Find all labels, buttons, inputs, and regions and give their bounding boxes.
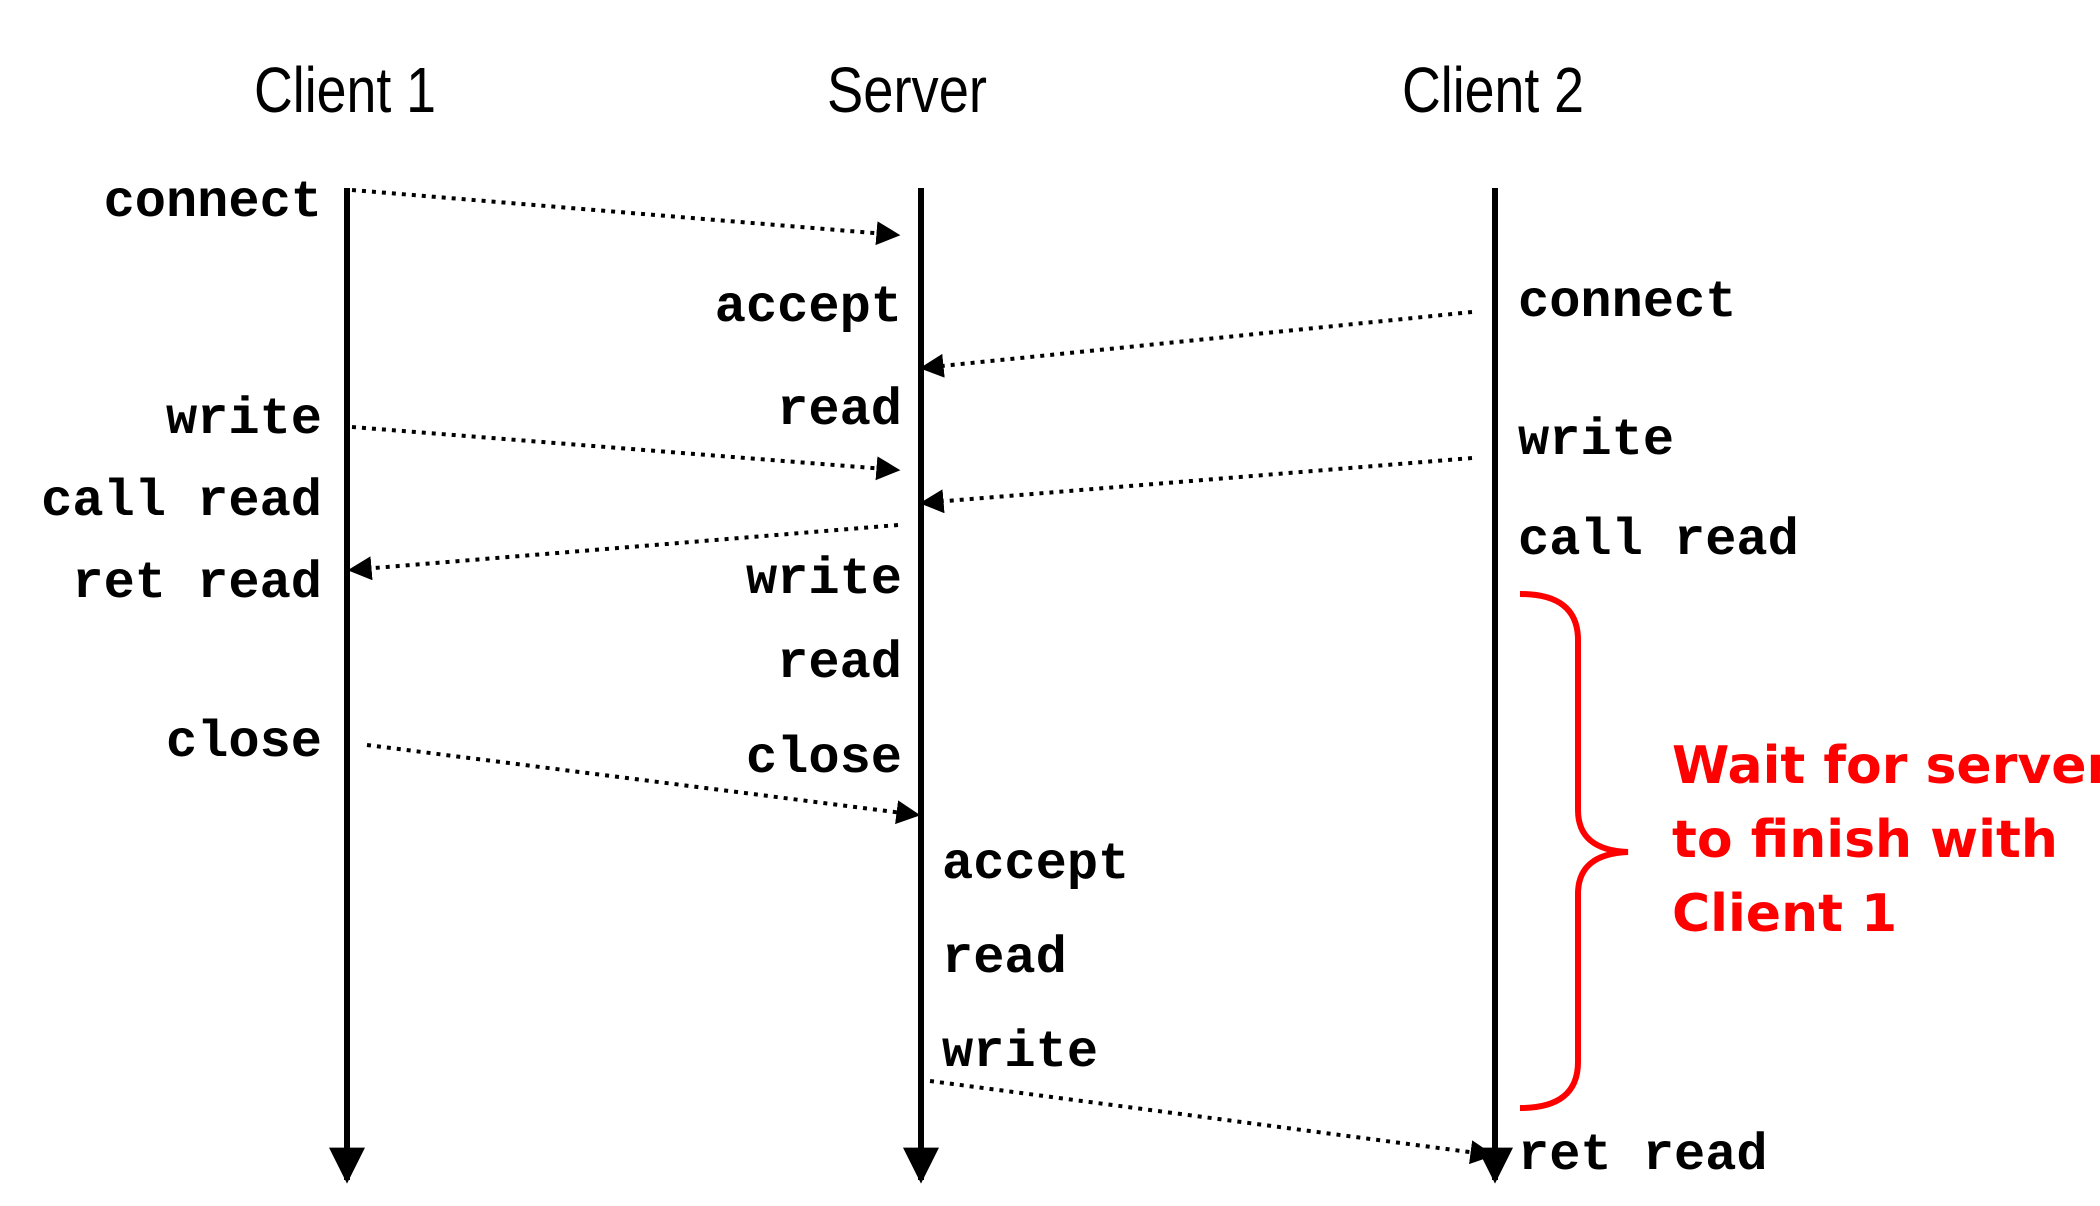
wait-note-line-1: Wait for server [1672,736,2100,796]
client1-connect-label: connect [104,173,322,232]
msg-client1-write-arrow [351,425,901,481]
client1-call-read-label: call read [41,472,322,531]
msg-client2-write-arrow [919,456,1473,514]
header-client-2: Client 2 [1402,54,1584,126]
wait-brace [1519,591,1629,1111]
client1-close-label: close [166,713,322,772]
server-accept-label: accept [942,835,1129,894]
msg-client2-connect-arrow [919,310,1473,378]
server-close-label: close [746,729,902,788]
client1-write-label: write [166,390,322,449]
header-client-1: Client 1 [254,54,436,126]
msg-client1-connect-arrow [351,188,901,246]
server-read-label: read [777,634,902,693]
msg-server-write-arrow [347,523,899,581]
header-server: Server [827,54,987,126]
client2-connect-label: connect [1518,273,1736,332]
server-write-label: write [746,550,902,609]
msg-server-write-client2-arrow [929,1079,1495,1165]
server-read-label: read [942,929,1067,988]
wait-note-line-2: to finish with [1672,810,2058,870]
client2-call-read-label: call read [1518,511,1799,570]
client2-ret-read-label: ret read [1518,1126,1768,1185]
server-read-label: read [777,381,902,440]
server-write-label: write [942,1023,1098,1082]
wait-note-line-3: Client 1 [1672,884,1897,944]
msg-client1-close-arrow [366,743,921,825]
client2-write-label: write [1518,411,1674,470]
client1-ret-read-label: ret read [72,554,322,613]
server-accept-label: accept [715,278,902,337]
